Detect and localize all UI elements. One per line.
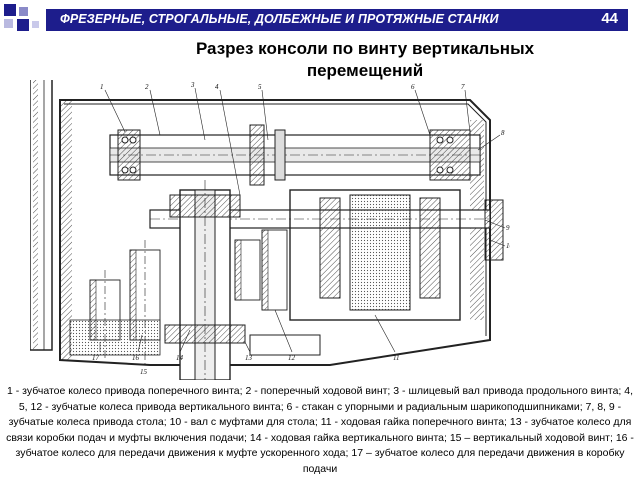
header-bar: ФРЕЗЕРНЫЕ, СТРОГАЛЬНЫЕ, ДОЛБЕЖНЫЕ И ПРОТ… (46, 9, 628, 31)
drawing-svg: 1 2 3 4 5 6 7 8 9 10 11 12 13 14 15 16 1… (29, 49, 514, 381)
callout-4: 4 (215, 83, 219, 91)
drawing-caption: 1 - зубчатое колесо привода поперечного … (6, 385, 634, 475)
header-title: ФРЕЗЕРНЫЕ, СТРОГАЛЬНЫЕ, ДОЛБЕЖНЫЕ И ПРОТ… (60, 12, 499, 26)
callout-11: 11 (393, 354, 399, 362)
callout-5: 5 (258, 83, 262, 91)
corner-decoration (4, 4, 44, 38)
page-number: 44 (601, 10, 618, 27)
callout-3: 3 (190, 81, 195, 89)
slide-title: Разрез консоли по винту вертикальных пер… (150, 38, 580, 82)
callout-7: 7 (461, 83, 465, 91)
callout-2: 2 (145, 83, 149, 91)
callout-12: 12 (288, 354, 296, 362)
slide-title-line-1: Разрез консоли по винту вертикальных (195, 39, 535, 58)
callout-17: 17 (92, 354, 100, 362)
callout-16: 16 (132, 354, 140, 362)
callout-6: 6 (411, 83, 415, 91)
callout-13: 13 (245, 354, 253, 362)
callout-1: 1 (100, 83, 104, 91)
callout-8: 8 (501, 129, 505, 137)
callout-10: 10 (506, 242, 510, 250)
callout-14: 14 (176, 354, 184, 362)
callout-15: 15 (140, 368, 148, 376)
console-section-drawing: 1 2 3 4 5 6 7 8 9 10 11 12 13 14 15 16 1… (29, 49, 514, 385)
slide-title-line-2: перемещений (306, 61, 424, 80)
callout-9: 9 (506, 224, 510, 232)
